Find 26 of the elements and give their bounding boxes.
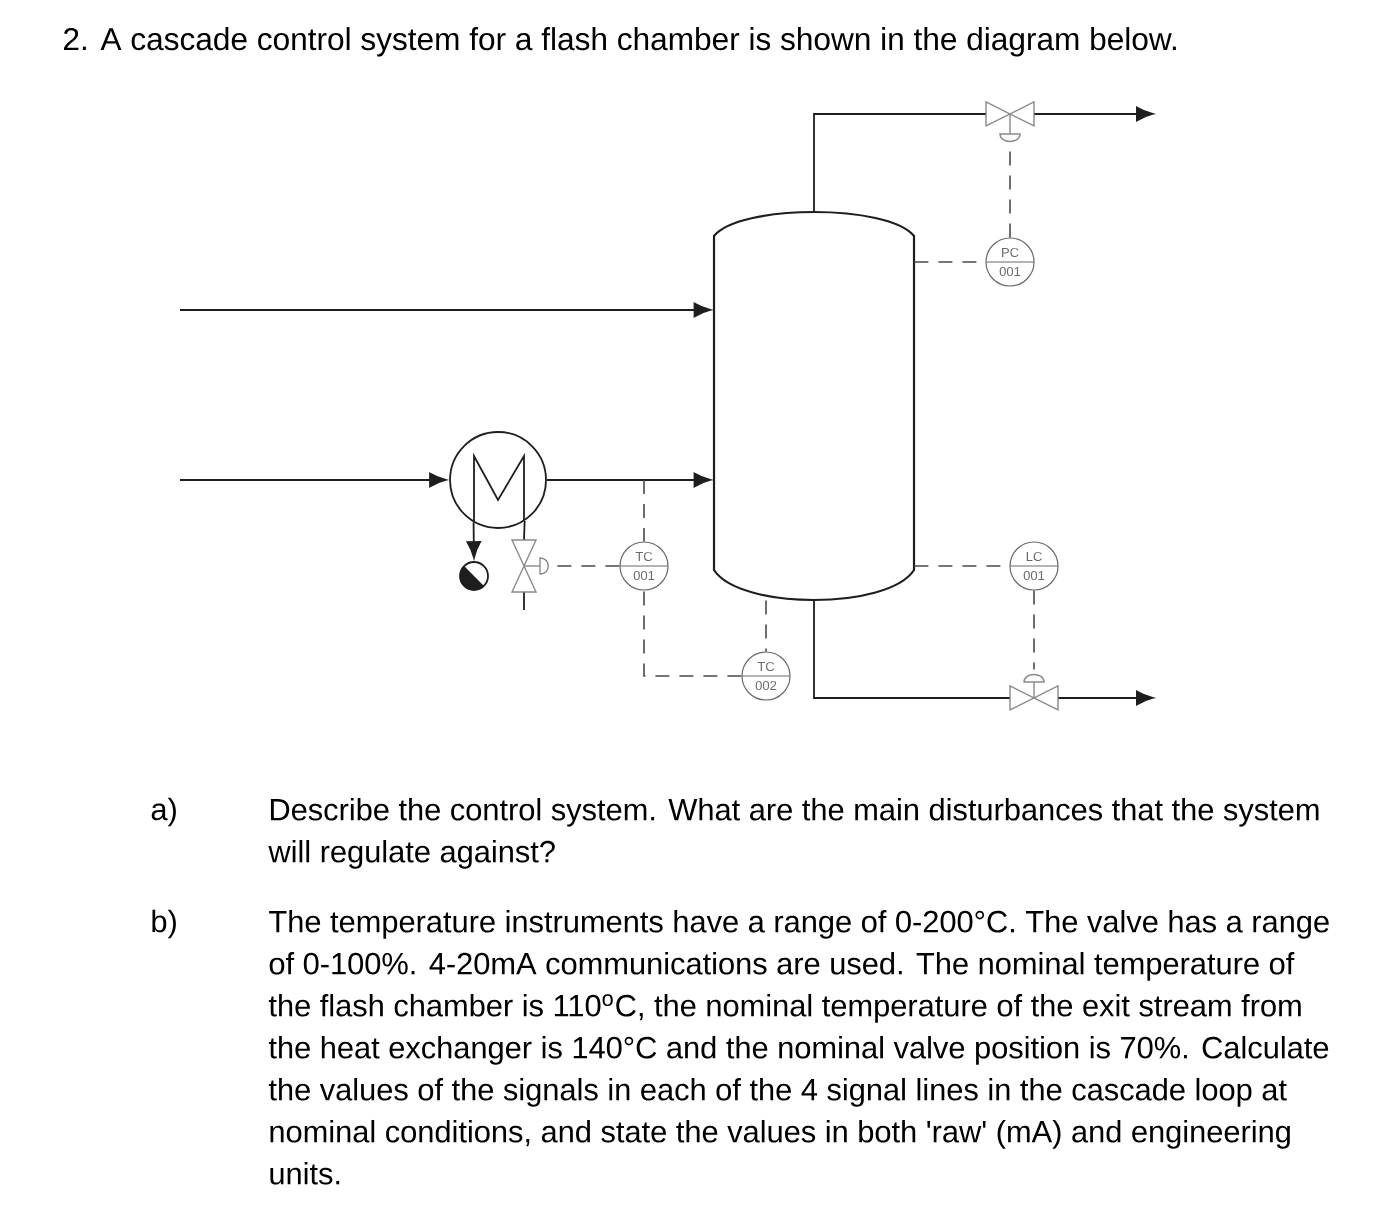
- control-valve: [985, 100, 1035, 143]
- list-marker: a): [151, 797, 176, 827]
- control-valve: [1009, 673, 1059, 712]
- pipe-line: [813, 113, 987, 213]
- question-text: The temperature instruments have a range of 0-200°C. The valve has a range of 0-100%. 4-20mA communications are used. The nominal temperature of the flash chamber is 110$^{o}$C, the nominal temperature of the exit stream from the heat exchanger is 140°C and the nominal valve position is 70%. Calculate the values of the signals in each of the 4 signal lines in the cascade loop at nominal conditions, and state the values in both 'raw' (mA) and engineering units.: [268, 909, 1329, 1185]
- flow-arrow: [466, 521, 482, 559]
- list-marker: b): [152, 909, 176, 939]
- signal-line: [643, 479, 645, 543]
- signal-line: [643, 589, 743, 677]
- question-text: Describe the control system. What are the main disturbances that the system will regulate against?: [268, 797, 1319, 869]
- signal-line: [1009, 145, 1011, 239]
- flow-arrow: [1057, 690, 1154, 706]
- pipe-line: [523, 520, 526, 541]
- pipe-line: [523, 591, 525, 611]
- heat-exchanger-symbol: [449, 431, 547, 529]
- vessel: [712, 210, 916, 602]
- signal-line: [551, 565, 621, 567]
- flow-arrow: [179, 302, 711, 318]
- flow-arrow: [179, 472, 447, 488]
- control-valve: [510, 539, 549, 593]
- pipe-line: [813, 599, 1011, 699]
- signal-line: [1033, 589, 1035, 671]
- flow-arrow: [546, 472, 711, 488]
- flow-arrow: [1033, 106, 1154, 122]
- signal-line: [765, 599, 767, 653]
- heading: 2. A cascade control system for a flash chamber is shown in the diagram below.: [64, 27, 1176, 57]
